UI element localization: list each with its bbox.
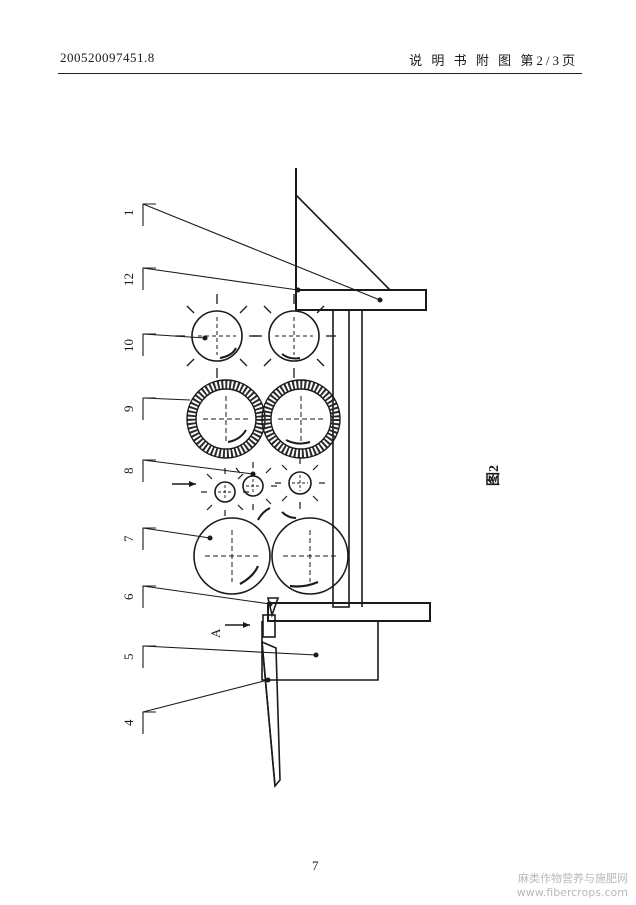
arrow-label-a: A bbox=[208, 628, 223, 638]
callout-label-4: 4 bbox=[121, 719, 136, 726]
page-number: 7 bbox=[312, 858, 319, 873]
callout-label-7: 7 bbox=[121, 535, 136, 542]
watermark-url: www.fibercrops.com bbox=[516, 886, 628, 899]
header-rule bbox=[58, 73, 582, 74]
watermark-cn: 麻类作物营养与施肥网 bbox=[518, 872, 628, 885]
callout-label-10: 10 bbox=[121, 339, 136, 352]
section-title: 说 明 书 附 图 第2/3页 bbox=[409, 53, 578, 68]
callout-label-9: 9 bbox=[121, 406, 136, 413]
feed-direction-arrow bbox=[225, 622, 250, 628]
callout-label-6: 6 bbox=[121, 593, 136, 600]
callout-label-12: 12 bbox=[121, 273, 136, 286]
callout-leaders bbox=[142, 203, 383, 734]
watermark: 麻类作物营养与施肥网 www.fibercrops.com bbox=[517, 872, 628, 900]
machine-frame bbox=[261, 168, 431, 788]
callout-label-1: 1 bbox=[121, 210, 136, 217]
application-number: 200520097451.8 bbox=[60, 50, 155, 65]
roller-pair-7 bbox=[193, 517, 349, 595]
callout-label-5: 5 bbox=[121, 654, 136, 661]
figure-caption: 图2 bbox=[486, 465, 502, 486]
spiked-rollers-10 bbox=[175, 294, 336, 378]
callout-label-8: 8 bbox=[121, 468, 136, 475]
hatched-rollers-9 bbox=[186, 379, 341, 459]
spiked-rollers-8 bbox=[172, 457, 325, 521]
